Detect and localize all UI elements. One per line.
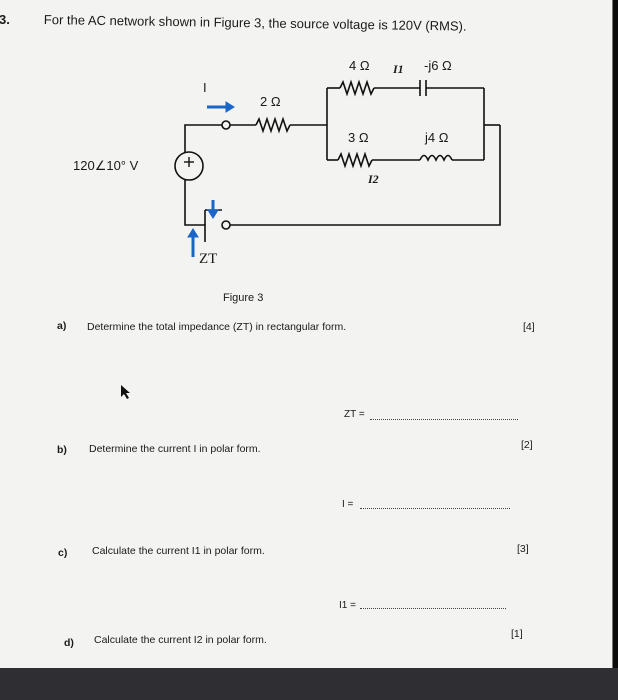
question-c-marks: [3] (517, 543, 529, 555)
answer-a-line[interactable] (370, 419, 518, 420)
mouse-cursor-icon (121, 385, 130, 399)
question-d-text: Calculate the current I2 in polar form. (94, 634, 267, 646)
resistor-3ohm (337, 151, 373, 169)
label-j6: -j6 Ω (424, 58, 452, 73)
answer-c-line[interactable] (360, 608, 506, 609)
question-d-marks: [1] (511, 628, 523, 640)
question-b-marks: [2] (521, 439, 533, 451)
inductor-j4 (419, 154, 453, 162)
terminal-top (221, 120, 231, 130)
question-d-letter: d) (64, 637, 74, 649)
wire-left-bottom (184, 180, 206, 242)
resistor-2ohm (255, 116, 291, 134)
question-b-text: Determine the current I in polar form. (89, 443, 261, 455)
label-source-voltage: 120∠10° V (73, 158, 139, 173)
question-a-marks: [4] (523, 321, 535, 333)
question-a-letter: a) (57, 320, 67, 332)
question-c-letter: c) (58, 547, 68, 559)
answer-b-label: I = (342, 499, 354, 510)
arrowhead-I (225, 101, 235, 113)
answer-a-label: ZT = (344, 409, 365, 420)
label-I1: I1 (393, 62, 404, 76)
bottom-edge (0, 668, 618, 700)
label-ZT: ZT (199, 251, 218, 267)
question-b-letter: b) (57, 444, 67, 456)
question-number: 3. (0, 12, 10, 27)
label-3ohm: 3 Ω (348, 130, 369, 145)
label-j4: j4 Ω (425, 130, 449, 145)
label-4ohm: 4 Ω (349, 58, 370, 73)
answer-c-label: I1 = (339, 600, 356, 611)
resistor-4ohm (339, 79, 375, 97)
label-I: I (203, 80, 207, 95)
question-c-text: Calculate the current I1 in polar form. (92, 545, 265, 557)
wire-return (230, 125, 501, 226)
label-2ohm: 2 Ω (260, 94, 281, 109)
terminal-bottom (221, 220, 231, 230)
figure-caption: Figure 3 (223, 292, 264, 304)
worksheet-page: 3. For the AC network shown in Figure 3,… (0, 0, 613, 668)
answer-b-line[interactable] (360, 508, 510, 509)
question-a-text: Determine the total impedance (ZT) in re… (87, 321, 347, 333)
circuit-diagram (174, 79, 501, 257)
label-I2: I2 (368, 172, 379, 186)
